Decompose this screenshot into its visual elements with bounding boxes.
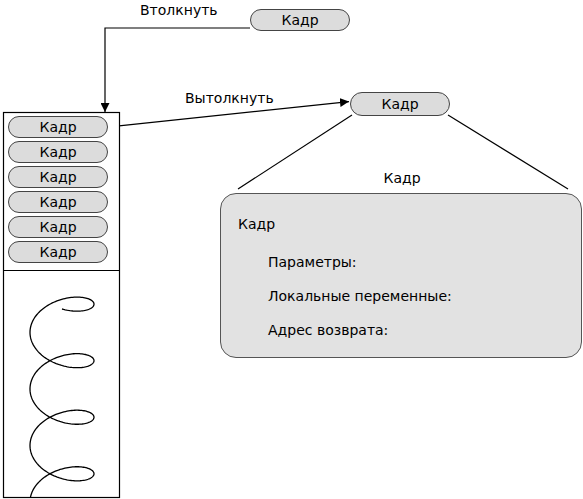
stack-frame-pill: Кадр [8,166,108,188]
field-label: Адрес возврата: [268,322,388,338]
stack-frame-pill: Кадр [8,216,108,238]
frame-label: Кадр [39,244,76,260]
frame-label: Кадр [39,219,76,235]
arrow-label: Втолкнуть [140,2,218,18]
stack-frame-pill: Кадр [8,191,108,213]
stack-frame [4,113,120,498]
stack-divider [4,270,120,271]
stack-frame-pill: Кадр [8,141,108,163]
panel-heading: Кадр [383,170,420,186]
field-label: Локальные переменные: [268,288,452,304]
frame-pill: Кадр [250,9,350,31]
zoom-line [448,115,568,189]
arrow-label: Вытолкнуть [185,90,274,106]
frame-label: Кадр [39,144,76,160]
zoom-line [238,115,352,189]
frame-label: Кадр [39,194,76,210]
frame-label: Кадр [381,96,418,112]
frame-label: Кадр [39,119,76,135]
stack-frame-pill: Кадр [8,241,108,263]
frame-label: Кадр [281,12,318,28]
frame-detail-panel: КадрКадрПараметры:Локальные переменные:А… [220,193,582,358]
panel-title: Кадр [238,216,275,232]
frame-label: Кадр [39,169,76,185]
field-label: Параметры: [268,254,357,270]
spiral-curve [30,297,94,497]
stack-frame-pill: Кадр [8,116,108,138]
frame-pill: Кадр [350,92,450,116]
free-memory-spiral [30,297,94,497]
